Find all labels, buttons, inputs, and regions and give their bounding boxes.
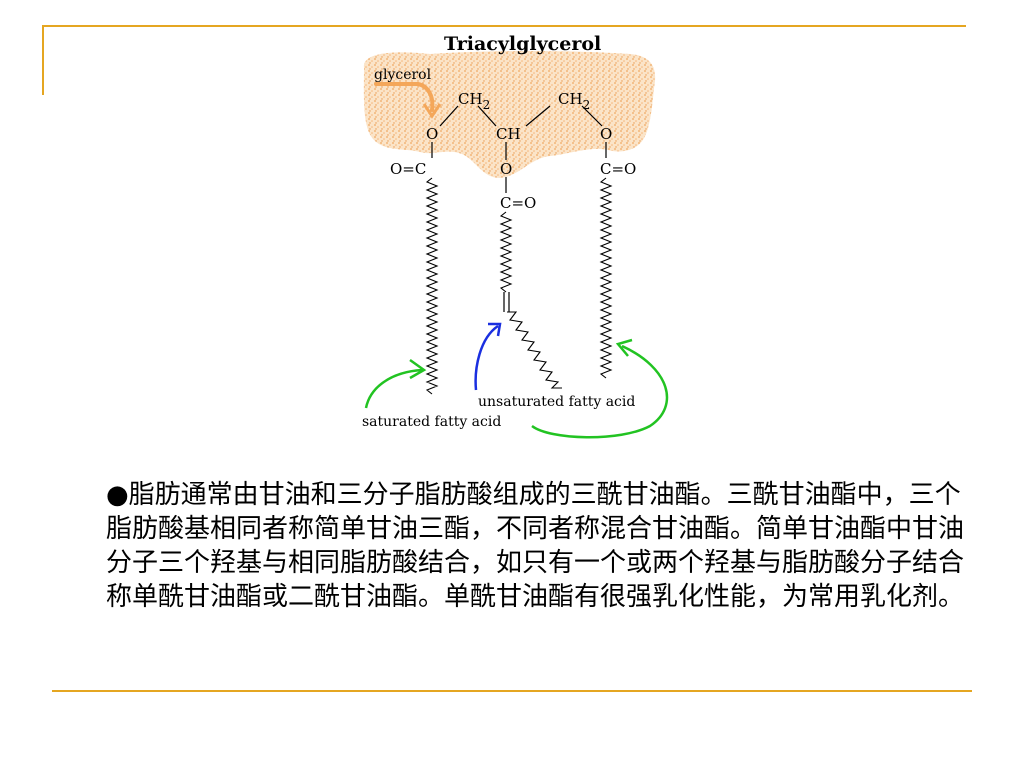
glycerol-arrow [374,82,435,112]
diagram-title: Triacylglycerol [444,33,601,55]
glycerol-region [363,51,656,178]
saturated-arrowhead-left [409,358,427,380]
saturated-chain-left [425,177,439,395]
carbonyl-center: C=O [500,194,536,212]
atom-oxygen-right: O [600,125,612,143]
unsaturated-arrow [474,324,499,391]
saturated-arrowhead-right [615,338,633,357]
glycerol-arrowhead [422,103,442,119]
unsaturated-label: unsaturated fatty acid [478,394,635,410]
saturated-chain-right [599,177,613,379]
carbonyl-left: O=C [390,160,426,178]
carbonyl-right: C=O [600,160,636,178]
unsaturated-chain-upper [499,211,513,293]
unsaturated-arrowhead [488,322,502,337]
triacylglycerol-diagram: Triacylglycerol glycerol CH2 CH2 CH O O … [362,33,669,439]
atom-oxygen-center: O [500,160,512,178]
double-bond [503,292,510,312]
glycerol-label: glycerol [374,67,432,83]
saturated-arrow-left [364,368,423,409]
atom-oxygen-left: O [426,125,438,143]
unsaturated-chain-lower [507,311,562,389]
backbone-bonds [431,105,607,193]
atom-ch-center: CH [496,125,521,143]
atom-ch2-left: CH2 [458,90,490,112]
saturated-arrow-right [531,344,669,439]
atom-ch2-right: CH2 [558,90,590,112]
body-paragraph: ●脂肪通常由甘油和三分子脂肪酸组成的三酰甘油酯。三酰甘油酯中，三个脂肪酸基相同者… [106,480,965,612]
saturated-label: saturated fatty acid [362,414,501,430]
